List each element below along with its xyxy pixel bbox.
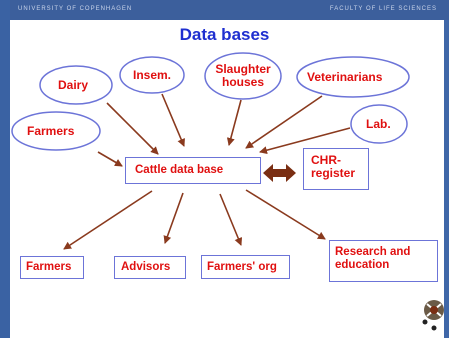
arrow-farmers-source [97, 151, 123, 167]
lab-ellipse [350, 104, 408, 144]
chr-register-box: CHR- register [303, 148, 369, 190]
research-box: Research and education [329, 240, 438, 282]
dairy-ellipse [39, 65, 113, 105]
arrow-insem [161, 93, 185, 147]
arrow-to-farmers [63, 190, 153, 250]
arrow-lab [259, 127, 351, 155]
farmers-org-label: Farmers' org [207, 261, 277, 273]
farmers-source-ellipse [11, 111, 101, 151]
lab-label: Lab. [366, 117, 391, 131]
chr-register-line1: CHR- [311, 153, 341, 167]
advisors-box: Advisors [114, 256, 186, 279]
slaughter-label-line1: Slaughter [215, 62, 271, 76]
page-title: Data bases [179, 25, 270, 44]
arrow-to-research [245, 189, 326, 240]
arrow-slaughter [226, 99, 242, 146]
header-bar: UNIVERSITY OF COPENHAGEN FACULTY OF LIFE… [0, 0, 449, 20]
left-strip [0, 0, 10, 338]
veterinarians-label: Veterinarians [307, 70, 383, 84]
arrow-to-farmers-org [219, 193, 243, 246]
slaughter-ellipse [204, 52, 282, 100]
farmers-org-box: Farmers' org [201, 255, 290, 279]
chr-register-line2: register [311, 166, 356, 180]
arrow-veterinarians [245, 95, 323, 149]
slaughter-label: Slaughter houses [206, 63, 280, 89]
farmers-output-label: Farmers [26, 261, 72, 273]
slaughter-label-line2: houses [221, 75, 264, 89]
dairy-label: Dairy [58, 78, 89, 92]
insem-label: Insem. [133, 68, 172, 82]
university-logo-icon [422, 300, 444, 331]
chr-register-label: CHR- register [311, 154, 355, 180]
research-label: Research and education [335, 246, 410, 272]
cattle-database-box: Cattle data base [125, 157, 261, 184]
farmers-output-box: Farmers [20, 256, 84, 279]
advisors-label: Advisors [121, 261, 171, 273]
veterinarians-ellipse [296, 56, 410, 98]
header-right-text: FACULTY OF LIFE SCIENCES [329, 6, 437, 12]
insem-ellipse [119, 56, 185, 94]
arrow-to-advisors [163, 192, 184, 244]
header-left-text: UNIVERSITY OF COPENHAGEN [18, 6, 133, 12]
double-arrow-chr [263, 164, 296, 182]
farmers-source-label: Farmers [27, 124, 75, 138]
research-line2: education [335, 259, 390, 271]
cattle-database-label: Cattle data base [135, 164, 224, 176]
research-line1: Research and [335, 246, 411, 258]
arrow-dairy [106, 102, 159, 155]
